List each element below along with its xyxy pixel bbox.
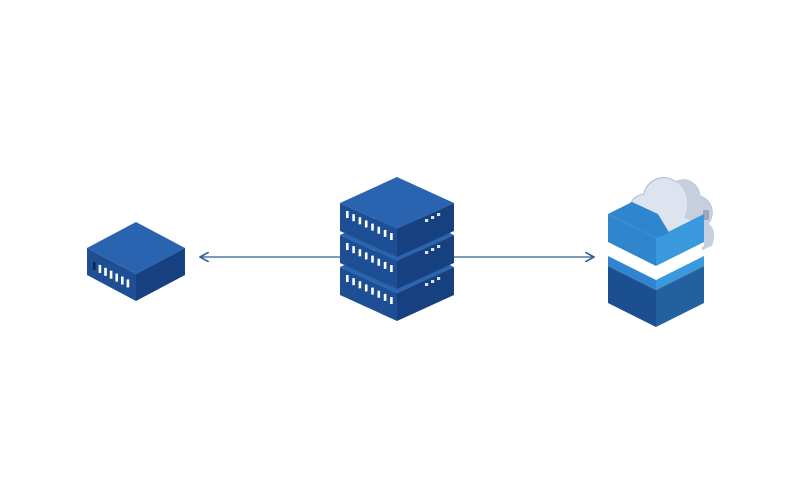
switch-port [126, 279, 130, 288]
server-stack-icon [340, 177, 454, 321]
server-status-light [425, 251, 429, 254]
server-drive-slot [371, 223, 374, 231]
switch-port [93, 262, 96, 270]
switch-port [104, 267, 107, 276]
box-lower-right-face [656, 266, 704, 327]
switch-port [121, 276, 124, 285]
switch-ports [93, 262, 130, 288]
server-drive-slot [383, 261, 387, 269]
server-drive-slot [358, 249, 362, 257]
box-mid-right [656, 256, 704, 290]
server-drive-slot [390, 265, 393, 273]
server-drive-slot [390, 297, 393, 305]
switch-port [115, 273, 118, 282]
server-status-light [425, 283, 429, 286]
server-unit-right-face [397, 267, 454, 321]
server-drive-slot [352, 278, 355, 286]
server-drive-slot [352, 246, 355, 254]
switch-right-face [136, 248, 185, 301]
cloud-latch [703, 210, 709, 220]
server-drive-slot [383, 229, 387, 237]
server-status-light [437, 245, 441, 248]
box-upper-left-band [608, 215, 656, 262]
server-drive-slot [371, 287, 374, 295]
server-drive-slot [390, 233, 393, 241]
server-drive-slot [383, 293, 387, 301]
server-drive-slot [346, 211, 349, 218]
switch-port [98, 264, 102, 273]
server-drive-slot [358, 217, 362, 225]
server-status-light [431, 248, 435, 251]
server-drive-slot [377, 226, 381, 234]
server-drive-slot [377, 258, 381, 266]
network-switch-icon [87, 222, 185, 301]
server-drive-slot [364, 252, 368, 260]
box-lower-left-face [608, 266, 656, 327]
server-unit [340, 177, 454, 257]
server-drive-slot [358, 281, 362, 289]
server-unit-right-face [397, 203, 454, 257]
box-lid-top [608, 202, 670, 238]
server-status-light [437, 277, 441, 280]
server-unit-right-face [397, 235, 454, 289]
cloud-shade [676, 179, 715, 250]
server-drive-slot [371, 255, 374, 263]
server-drive-slot [346, 275, 349, 282]
cloud-storage-box-icon [608, 177, 715, 327]
box-upper-right-band [656, 215, 704, 262]
server-status-light [431, 216, 435, 219]
box-opening [610, 244, 702, 281]
server-drive-slot [364, 284, 368, 292]
server-drive-slot [346, 243, 349, 250]
box-mid-left [608, 256, 656, 290]
server-drive-slot [377, 290, 381, 298]
server-status-light [431, 280, 435, 283]
server-status-light [425, 219, 429, 222]
server-status-light [437, 213, 441, 216]
server-drive-slot [352, 214, 355, 222]
switch-port [109, 270, 113, 279]
server-drive-slot [364, 220, 368, 228]
